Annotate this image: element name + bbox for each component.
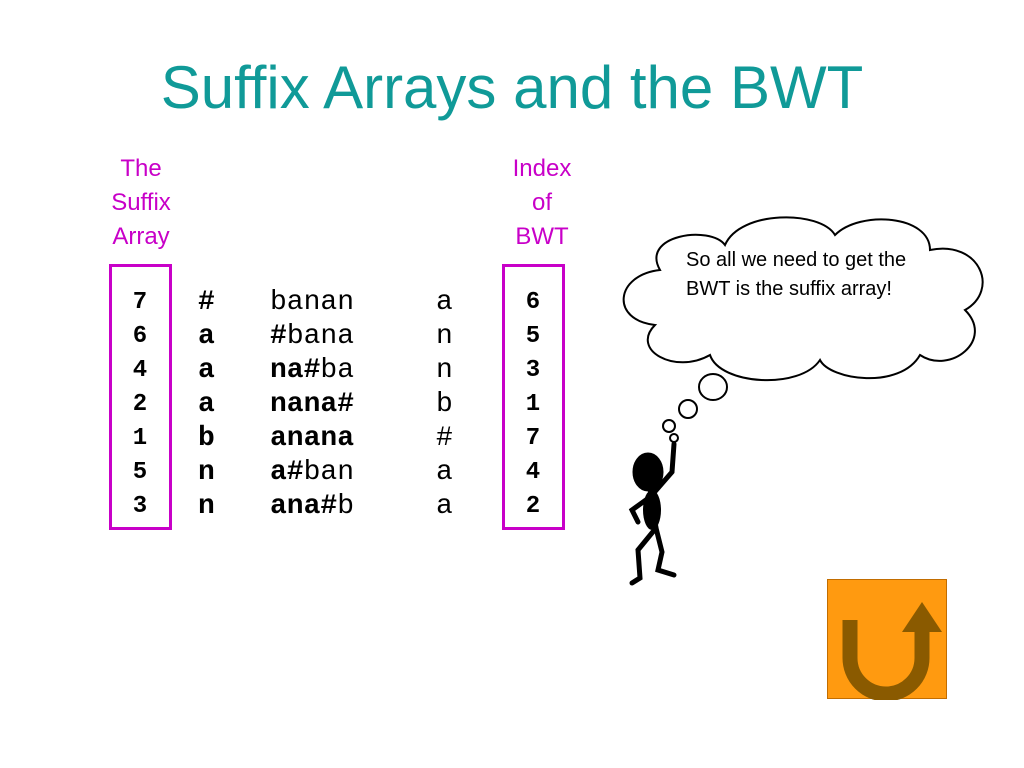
stick-figure-icon (628, 433, 679, 586)
cloud-shape (622, 216, 984, 382)
rotation-text: anana (270, 422, 354, 456)
suffix-array-value: 4 (132, 357, 148, 384)
thought-dot (662, 419, 676, 433)
suffix-array-value: 1 (132, 425, 148, 452)
suffix-array-label: The Suffix Array (81, 152, 201, 254)
last-char: # (436, 423, 453, 454)
bwt-index-value: 1 (525, 391, 541, 418)
rotation-text: na#ba (270, 354, 354, 388)
bwt-index-label-line: BWT (515, 223, 569, 250)
rotation-bold: # (270, 321, 287, 352)
bwt-index-box (502, 264, 565, 530)
suffix-array-value: 2 (132, 391, 148, 418)
rotation-text: ana#b (270, 490, 354, 524)
slide-title: Suffix Arrays and the BWT (160, 54, 864, 121)
bwt-index-label-line: Index (512, 155, 572, 182)
u-turn-arrow-icon (842, 602, 942, 702)
rotation-bold: na# (270, 355, 321, 386)
rotation-rest: ban (303, 457, 355, 488)
thought-bubble (622, 216, 984, 433)
bwt-index-value: 7 (525, 425, 541, 452)
thought-dot (678, 399, 698, 419)
last-char: a (436, 287, 453, 318)
first-char: a (198, 321, 215, 352)
suffix-array-value: 7 (132, 289, 148, 316)
bwt-index-value: 4 (525, 459, 541, 486)
bwt-index-value: 6 (525, 289, 541, 316)
last-char: b (436, 389, 453, 420)
rotation-text: banan (270, 286, 354, 320)
first-char: n (198, 457, 215, 488)
last-char: n (436, 321, 453, 352)
rotation-bold: ana# (270, 491, 338, 522)
rotation-text: nana# (270, 388, 354, 422)
rotation-bold: nana# (270, 389, 355, 420)
first-char: a (198, 355, 215, 386)
suffix-array-value: 5 (132, 459, 148, 486)
suffix-array-value: 3 (132, 493, 148, 520)
first-char: a (198, 389, 215, 420)
bwt-index-value: 5 (525, 323, 541, 350)
last-char: n (436, 355, 453, 386)
bwt-index-value: 2 (525, 493, 541, 520)
rotation-rest: ba (320, 355, 355, 386)
rotation-rest: bana (286, 321, 355, 352)
last-char: a (436, 457, 453, 488)
first-char: b (198, 423, 215, 454)
rotation-rest: b (337, 491, 355, 522)
return-button[interactable] (827, 579, 947, 702)
rotation-rest: banan (270, 287, 355, 318)
bwt-index-value: 3 (525, 357, 541, 384)
bubble-text: So all we need to get the BWT is the suf… (686, 249, 907, 300)
bwt-index-label: Index of BWT (482, 152, 602, 254)
suffix-array-label-line: Array (112, 223, 170, 250)
suffix-array-box (109, 264, 172, 530)
last-char: a (436, 491, 453, 522)
first-char: # (198, 287, 215, 318)
thought-dot (698, 373, 728, 401)
suffix-array-label-line: Suffix (111, 189, 171, 216)
rotation-bold: a# (270, 457, 304, 488)
bwt-index-label-line: of (531, 189, 552, 216)
suffix-array-value: 6 (132, 323, 148, 350)
suffix-array-label-line: The (120, 155, 162, 182)
rotation-text: a#ban (270, 456, 354, 490)
first-char: n (198, 491, 215, 522)
rotation-bold: anana (270, 423, 355, 454)
rotation-text: #bana (270, 320, 354, 354)
